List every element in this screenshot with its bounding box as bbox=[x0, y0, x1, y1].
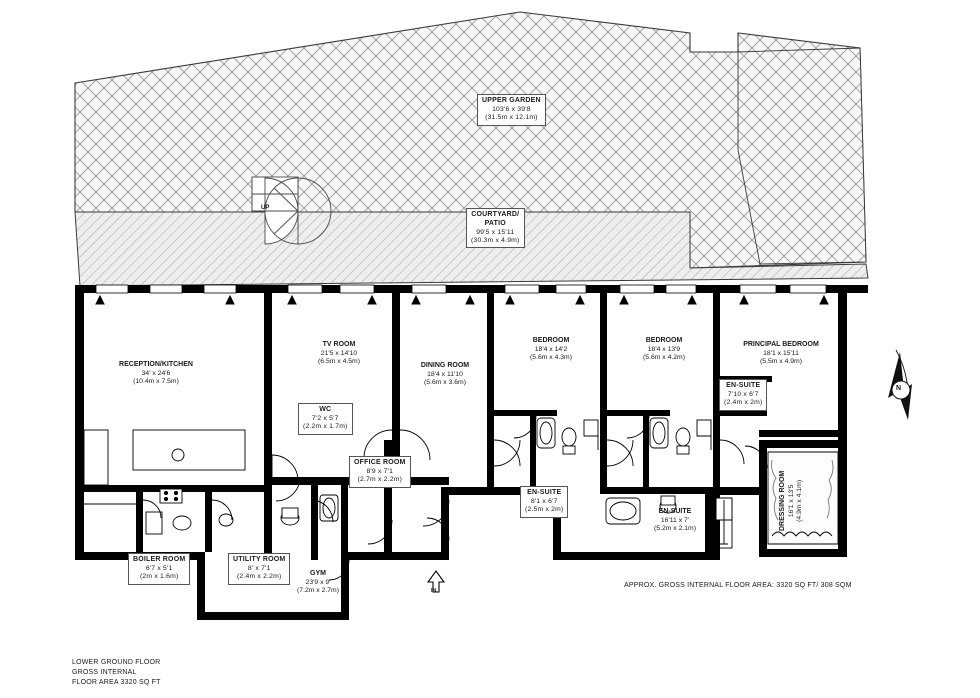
bedroom-2-name: BEDROOM bbox=[645, 337, 683, 344]
compass-rose bbox=[888, 349, 912, 420]
dining-room-metric: (5.6m x 3.6m) bbox=[424, 379, 466, 387]
gym-imperial: 23'9 x 9' bbox=[305, 578, 331, 586]
spiral-staircase bbox=[251, 176, 332, 245]
ensuite-lower-metric: (5.2m x 2.1m) bbox=[654, 525, 696, 533]
principal-bedroom-metric: (5.5m x 4.9m) bbox=[760, 358, 802, 366]
ensuite-principal-name: EN-SUITE bbox=[726, 382, 761, 389]
stair-up-label: UP bbox=[261, 205, 270, 211]
ensuite-middle-imperial: 8'1 x 6'7 bbox=[530, 497, 558, 505]
footer-line-2: GROSS INTERNAL bbox=[72, 669, 137, 677]
courtyard-name: COURTYARD/ bbox=[471, 211, 520, 218]
room-label-bedroom-1: BEDROOM 18'4 x 14'2 (5.6m x 4.3m) bbox=[512, 337, 590, 363]
room-label-ensuite-middle: EN-SUITE 8'1 x 6'7 (2.5m x 2m) bbox=[520, 486, 569, 518]
boiler-room-metric: (2m x 1.6m) bbox=[139, 573, 179, 581]
dressing-room-metric: (4.9m x 4.1m) bbox=[796, 479, 804, 522]
tv-room-metric: (6.5m x 4.5m) bbox=[318, 358, 360, 366]
room-label-principal-bedroom: PRINCIPAL BEDROOM 18'1 x 15'11 (5.5m x 4… bbox=[726, 341, 836, 367]
ensuite-lower-imperial: 16'11 x 7' bbox=[660, 516, 690, 524]
wc-metric: (2.2m x 1.7m) bbox=[303, 423, 348, 431]
wc-name: WC bbox=[319, 406, 332, 413]
boiler-room-name: BOILER ROOM bbox=[133, 556, 186, 563]
bedroom-1-imperial: 18'4 x 14'2 bbox=[534, 345, 568, 353]
bedroom-1-name: BEDROOM bbox=[532, 337, 570, 344]
dressing-room-imperial: 16'1 x 13'5 bbox=[787, 484, 795, 518]
room-label-gym: GYM 23'9 x 9' (7.2m x 2.7m) bbox=[272, 570, 364, 596]
dining-room-name: DINING ROOM bbox=[420, 362, 470, 369]
courtyard-name-2: PATIO bbox=[484, 219, 506, 227]
room-label-ensuite-principal: EN-SUITE 7'10 x 6'7 (2.4m x 2m) bbox=[719, 379, 768, 411]
courtyard-imperial: 99'5 x 15'11 bbox=[476, 228, 515, 236]
utility-room-name: UTILITY ROOM bbox=[233, 556, 286, 563]
ensuite-middle-metric: (2.5m x 2m) bbox=[525, 506, 564, 514]
plan-footer: LOWER GROUND FLOOR GROSS INTERNAL FLOOR … bbox=[72, 658, 161, 688]
gross-area-note: APPROX. GROSS INTERNAL FLOOR AREA: 3320 … bbox=[624, 582, 852, 589]
upper-garden-imperial: 103'6 x 39'8 bbox=[492, 105, 531, 113]
dressing-room-name: DRESSING ROOM bbox=[779, 470, 787, 532]
ensuite-lower-name: EN-SUITE bbox=[658, 508, 692, 515]
upper-garden-name: UPPER GARDEN bbox=[482, 97, 541, 104]
room-label-tv-room: TV ROOM 21'5 x 14'10 (6.5m x 4.5m) bbox=[293, 341, 385, 367]
footer-line-1: LOWER GROUND FLOOR bbox=[72, 659, 161, 666]
dressing-room-fittings bbox=[715, 451, 839, 549]
interior-walls bbox=[84, 285, 847, 560]
door-swings bbox=[142, 415, 768, 581]
bedroom-2-imperial: 18'4 x 13'9 bbox=[647, 345, 681, 353]
compass-north-letter: N bbox=[896, 385, 902, 392]
wc-imperial: 7'2 x 5'7 bbox=[311, 414, 339, 422]
room-label-ensuite-lower: EN-SUITE 16'11 x 7' (5.2m x 2.1m) bbox=[634, 508, 716, 534]
room-label-boiler-room: BOILER ROOM 6'7 x 5'1 (2m x 1.6m) bbox=[128, 553, 191, 585]
tv-room-name: TV ROOM bbox=[322, 341, 356, 348]
entrance-arrow bbox=[426, 570, 446, 593]
window-openings bbox=[95, 284, 827, 294]
entrance-in-label: IN bbox=[431, 588, 437, 594]
dining-room-imperial: 18'4 x 11'10 bbox=[427, 370, 463, 378]
ensuite-principal-metric: (2.4m x 2m) bbox=[724, 399, 763, 407]
office-room-name: OFFICE ROOM bbox=[354, 459, 406, 466]
office-room-metric: (2.7m x 2.2m) bbox=[357, 476, 403, 484]
room-label-utility-room: UTILITY ROOM 8' x 7'1 (2.4m x 2.2m) bbox=[228, 553, 291, 585]
building-outer-walls bbox=[75, 285, 868, 620]
upper-garden-metric: (31.5m x 12.1m) bbox=[485, 114, 538, 122]
dimension-ticks bbox=[95, 294, 829, 305]
utility-room-metric: (2.4m x 2.2m) bbox=[236, 573, 282, 581]
room-label-bedroom-2: BEDROOM 18'4 x 13'9 (5.6m x 4.2m) bbox=[625, 337, 703, 363]
gym-metric: (7.2m x 2.7m) bbox=[297, 587, 339, 595]
reception-kitchen-name: RECEPTION/KITCHEN bbox=[119, 361, 193, 368]
bedroom-2-metric: (5.6m x 4.2m) bbox=[643, 354, 685, 362]
gym-name: GYM bbox=[310, 570, 326, 577]
bedroom-1-metric: (5.6m x 4.3m) bbox=[530, 354, 572, 362]
tv-room-imperial: 21'5 x 14'10 bbox=[320, 349, 358, 357]
reception-kitchen-imperial: 34' x 24'6 bbox=[141, 369, 171, 377]
utility-room-imperial: 8' x 7'1 bbox=[247, 564, 271, 572]
principal-bedroom-imperial: 18'1 x 15'11 bbox=[763, 349, 799, 357]
room-label-office-room: OFFICE ROOM 8'9 x 7'1 (2.7m x 2.2m) bbox=[349, 456, 411, 488]
room-label-wc: WC 7'2 x 5'7 (2.2m x 1.7m) bbox=[298, 403, 353, 435]
room-label-upper-garden: UPPER GARDEN 103'6 x 39'8 (31.5m x 12.1m… bbox=[477, 94, 546, 126]
courtyard-metric: (30.3m x 4.9m) bbox=[471, 236, 520, 244]
office-room-imperial: 8'9 x 7'1 bbox=[366, 467, 394, 475]
principal-bedroom-name: PRINCIPAL BEDROOM bbox=[743, 341, 819, 348]
reception-kitchen-metric: (10.4m x 7.5m) bbox=[133, 378, 179, 386]
room-label-courtyard-patio: COURTYARD/ PATIO 99'5 x 15'11 (30.3m x 4… bbox=[466, 208, 525, 249]
ensuite-middle-name: EN-SUITE bbox=[527, 489, 562, 496]
room-label-reception-kitchen: RECEPTION/KITCHEN 34' x 24'6 (10.4m x 7.… bbox=[100, 361, 212, 387]
footer-line-3: FLOOR AREA 3320 SQ FT bbox=[72, 679, 161, 687]
room-label-dressing-room: DRESSING ROOM 16'1 x 13'5 (4.9m x 4.1m) bbox=[779, 453, 805, 549]
kitchen-fittings bbox=[83, 429, 246, 505]
ensuite-principal-imperial: 7'10 x 6'7 bbox=[727, 390, 759, 398]
room-label-dining-room: DINING ROOM 18'4 x 11'10 (5.6m x 3.6m) bbox=[399, 362, 491, 388]
boiler-room-imperial: 6'7 x 5'1 bbox=[145, 564, 173, 572]
